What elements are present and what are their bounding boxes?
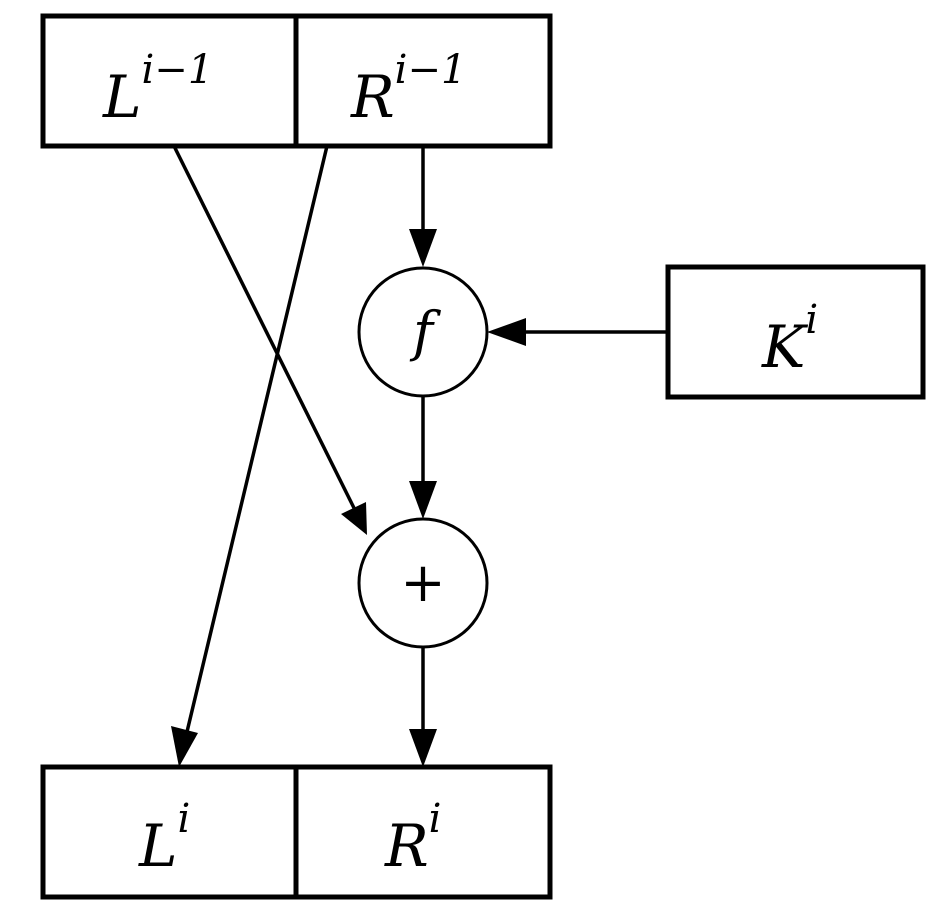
left-output-label: Li	[138, 796, 190, 880]
right-output-label: Ri	[384, 796, 441, 880]
wires	[171, 145, 668, 767]
right-input-to-left-output-wire	[184, 145, 329, 737]
left-input-label: Li−1	[102, 47, 213, 131]
key-label: Ki	[761, 297, 818, 381]
left-input-to-xor-wire	[172, 145, 356, 509]
key-base: K	[761, 313, 809, 381]
xor-symbol: +	[400, 551, 445, 614]
right-input-to-f-arrowhead	[409, 229, 437, 267]
left-output-base: L	[138, 812, 178, 880]
f-to-xor-arrowhead	[409, 481, 437, 519]
input-block: Li−1 Ri−1	[40, 13, 553, 149]
right-input-sup: i−1	[395, 47, 467, 93]
right-input-label: Ri−1	[350, 47, 466, 131]
right-output-sup: i	[429, 796, 442, 842]
output-block: Li Ri	[40, 764, 553, 900]
left-output-sup: i	[178, 796, 191, 842]
xor-node: +	[357, 517, 489, 649]
key-block-frame	[665, 264, 926, 400]
right-output-base: R	[384, 812, 429, 880]
right-input-to-left-output-arrowhead	[171, 726, 198, 767]
key-sup: i	[805, 297, 818, 343]
left-input-sup: i−1	[142, 47, 214, 93]
right-input-base: R	[350, 63, 395, 131]
round-function-node: f	[357, 266, 489, 398]
left-input-base: L	[102, 63, 142, 131]
key-block: Ki	[665, 264, 926, 400]
left-input-to-xor-arrowhead	[341, 502, 367, 535]
xor-to-right-output-arrowhead	[409, 729, 437, 767]
key-to-f-arrowhead	[487, 318, 526, 346]
